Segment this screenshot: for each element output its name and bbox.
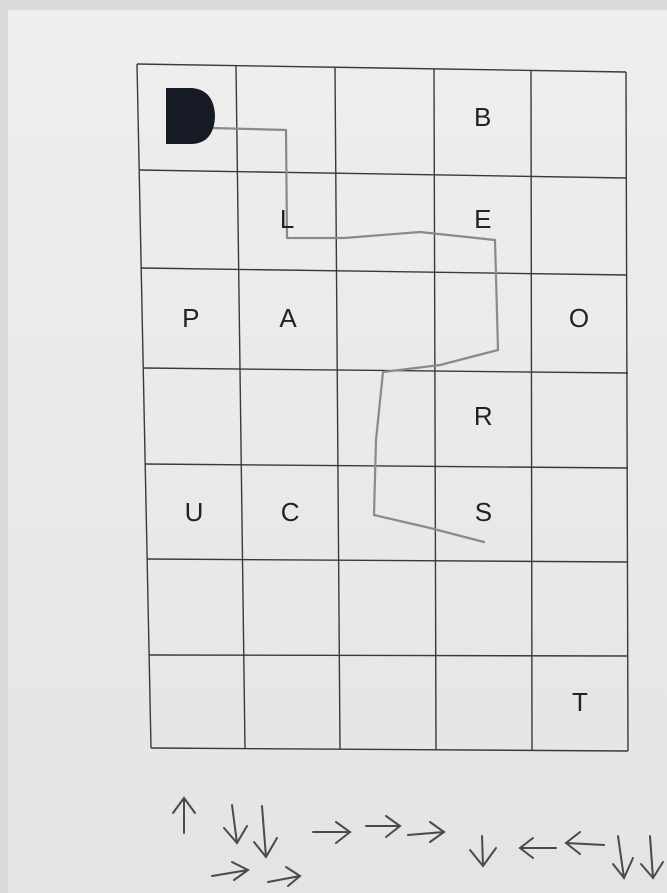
right-arrow-icon [212,862,248,880]
up-arrow-icon [173,798,195,833]
right-arrow-icon [408,822,444,842]
down-arrow-icon [470,836,496,866]
down-arrow-icon [613,836,633,878]
down-arrow-icon [254,806,277,857]
right-arrow-icon [366,816,400,837]
down-arrow-icon [224,805,247,843]
left-arrow-icon [520,838,556,858]
right-arrow-icon [313,822,350,843]
down-arrow-icon [641,836,663,878]
left-arrow-icon [566,832,604,854]
right-arrow-icon [268,867,300,886]
